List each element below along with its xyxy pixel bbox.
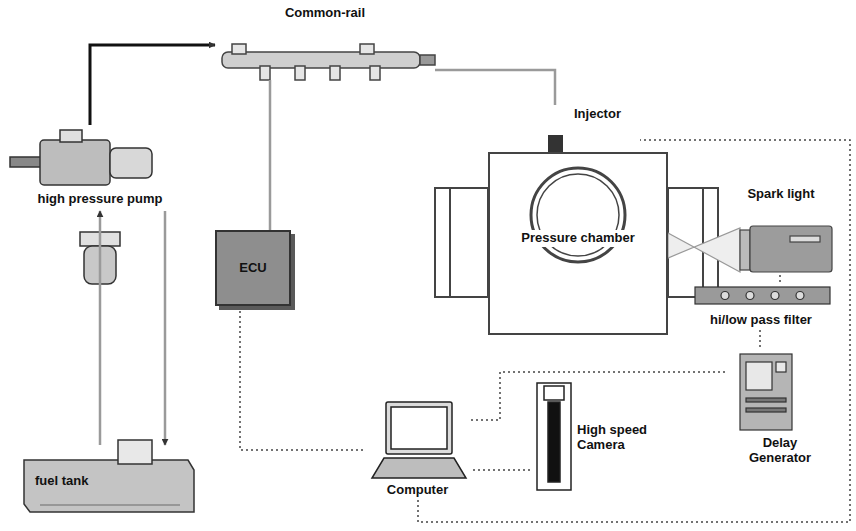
common-rail: Common-rail xyxy=(215,4,435,80)
node-label: Delay Generator xyxy=(740,436,820,466)
fuel-tank: fuel tank xyxy=(20,445,195,517)
injector-symbol xyxy=(548,135,563,152)
ecu-box: ECU xyxy=(215,230,291,306)
filter: hi/low pass filter xyxy=(690,285,832,330)
delay-generator: Delay Generator xyxy=(725,350,835,468)
node-label: Pressure chamber xyxy=(518,230,637,247)
pressure-chamber: Pressure chamber xyxy=(488,152,668,335)
fuel-line xyxy=(435,70,555,105)
node-label: Common-rail xyxy=(285,6,365,21)
node-label: ECU xyxy=(239,261,266,276)
signal-line xyxy=(240,306,365,450)
signal-line xyxy=(759,330,761,350)
computer-illustration xyxy=(372,402,466,478)
high-speed-camera: High speed Camera xyxy=(530,380,657,495)
node-label: fuel tank xyxy=(35,474,88,489)
signal-line xyxy=(779,275,781,285)
signal-line xyxy=(418,140,850,522)
filter-illustration xyxy=(695,287,830,304)
node-label: high pressure pump xyxy=(38,192,163,207)
spark-light-illustration xyxy=(668,226,832,272)
signal-line xyxy=(470,372,725,420)
chamber-illustration xyxy=(435,168,718,297)
injector: Injector xyxy=(540,105,640,152)
camera-illustration xyxy=(537,383,571,490)
node-label: Injector xyxy=(574,107,621,122)
fuel-line xyxy=(269,80,272,230)
spark-light: Spark light xyxy=(725,185,837,275)
pump-illustration xyxy=(10,130,152,185)
rail-illustration xyxy=(222,44,435,80)
node-label: Spark light xyxy=(747,187,814,202)
fuel-tank-illustration xyxy=(24,440,194,512)
high-pressure-pump: high pressure pump xyxy=(5,125,195,211)
node-label: hi/low pass filter xyxy=(710,313,812,328)
node-label: High speed Camera xyxy=(577,423,655,453)
node-label: Computer xyxy=(387,483,448,498)
computer: Computer xyxy=(365,398,470,500)
fuel-line xyxy=(99,211,102,445)
signal-line xyxy=(470,469,530,471)
delay-generator-illustration xyxy=(740,354,792,430)
fuel-line xyxy=(90,45,215,125)
fuel-line xyxy=(164,211,167,445)
